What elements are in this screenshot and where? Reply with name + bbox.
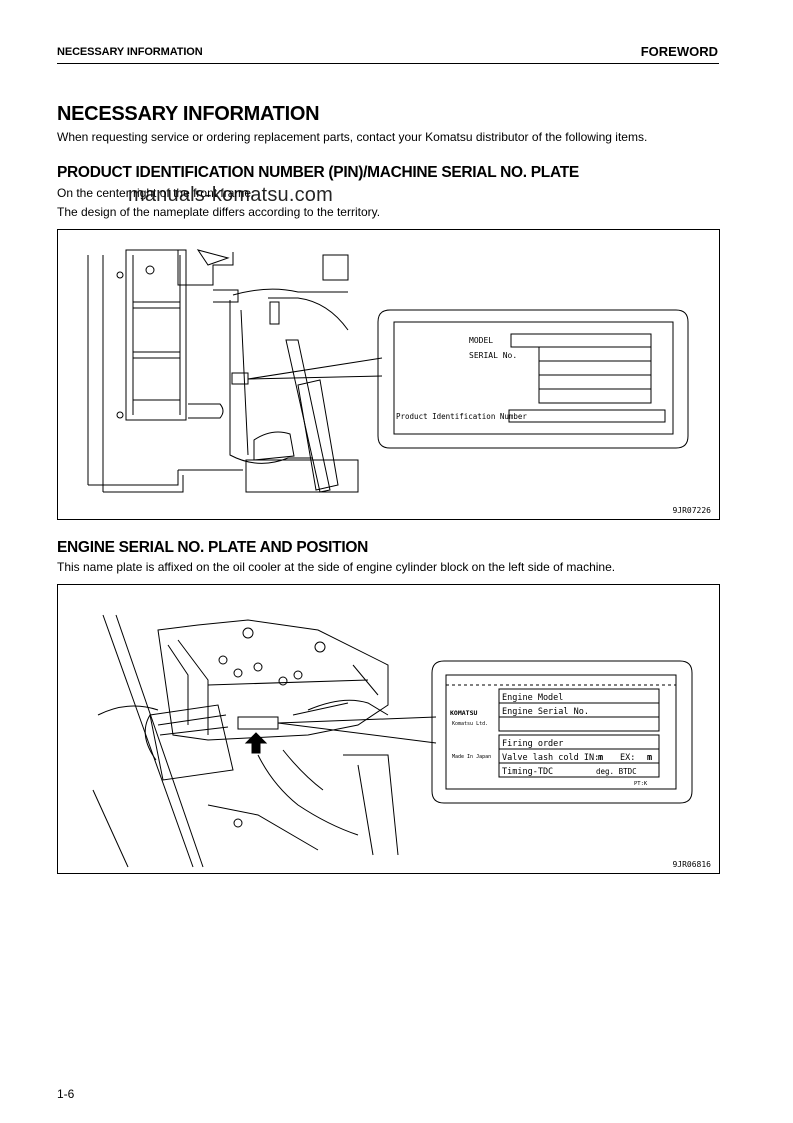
plate-serial-label: SERIAL No.: [469, 351, 517, 360]
plate-maker-label: Komatsu Ltd.: [452, 721, 488, 727]
header-section-label: NECESSARY INFORMATION: [57, 46, 203, 58]
header-divider: [57, 63, 719, 64]
header-chapter-label: FOREWORD: [640, 44, 718, 59]
machine-frame-illustration: MODEL SERIAL No. Product Identification …: [87, 249, 689, 493]
plate-code-label: PT:K: [634, 781, 648, 787]
intro-text: When requesting service or ordering repl…: [57, 130, 648, 144]
plate-valve-lash-label: Valve lash cold IN:: [502, 753, 599, 763]
page-number: 1-6: [57, 1087, 75, 1101]
plate-firing-order-label: Firing order: [502, 739, 563, 749]
figure-engine-serial-plate: KOMATSU Komatsu Ltd. Made In Japan Engin…: [57, 584, 720, 874]
plate-timing-unit: deg. BTDC: [596, 767, 637, 776]
plate-model-label: MODEL: [469, 336, 493, 345]
section1-territory-text: The design of the nameplate differs acco…: [57, 205, 381, 219]
plate-brand-logo: KOMATSU: [450, 709, 477, 717]
plate-valve-ex-label: EX:: [620, 753, 635, 763]
watermark: manuals-komatsu.com: [128, 184, 333, 206]
figure1-code: 9JR07226: [672, 506, 711, 515]
plate-valve-ex-unit: m: [647, 753, 652, 763]
plate-timing-label: Timing-TDC: [502, 767, 553, 777]
engine-illustration: KOMATSU Komatsu Ltd. Made In Japan Engin…: [92, 614, 693, 868]
plate-origin-label: Made In Japan: [452, 754, 491, 760]
section1-location-text: On the center right of the front frame.: [57, 186, 255, 200]
figure2-code: 9JR06816: [672, 860, 711, 869]
plate-engine-serial-label: Engine Serial No.: [502, 707, 589, 717]
page-title: NECESSARY INFORMATION: [57, 103, 320, 125]
section1-heading: PRODUCT IDENTIFICATION NUMBER (PIN)/MACH…: [57, 164, 579, 181]
section2-location-text: This name plate is affixed on the oil co…: [57, 560, 616, 574]
figure-machine-serial-plate: MODEL SERIAL No. Product Identification …: [57, 229, 720, 520]
plate-pin-label: Product Identification Number: [396, 412, 527, 421]
section2-heading: ENGINE SERIAL NO. PLATE AND POSITION: [57, 539, 368, 556]
plate-valve-in-unit: m: [598, 753, 603, 763]
plate-engine-model-label: Engine Model: [502, 693, 563, 703]
